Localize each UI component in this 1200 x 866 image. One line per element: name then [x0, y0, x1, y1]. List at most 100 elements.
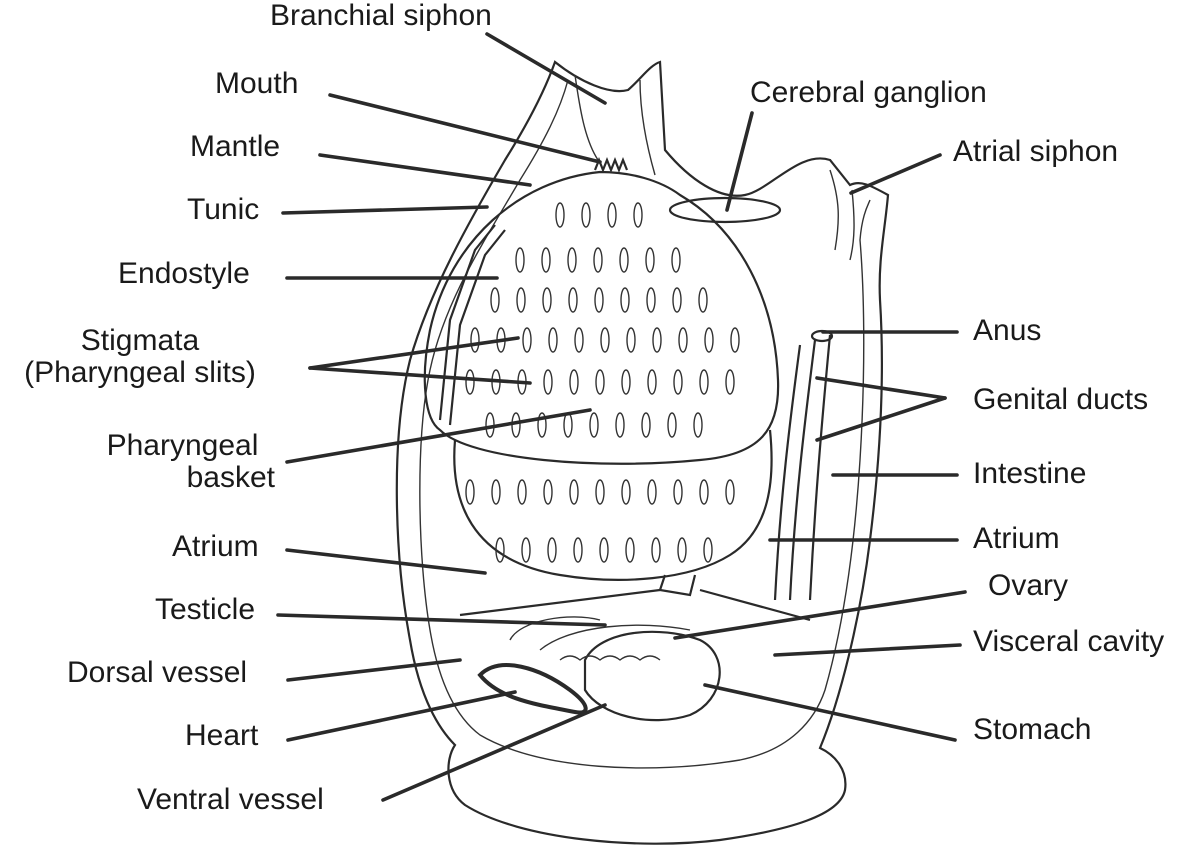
stigma-slit — [521, 537, 531, 563]
label-intestine: Intestine — [973, 457, 1087, 490]
stigma-slit — [574, 327, 584, 353]
stigma-slit — [568, 287, 578, 313]
stigma-slit — [725, 369, 735, 395]
stigma-slit — [703, 537, 713, 563]
stigmata-slits — [465, 202, 740, 563]
label-cerebral-ganglion: Cerebral ganglion — [750, 76, 987, 109]
mantle-outline — [419, 79, 871, 769]
stigma-slit — [555, 202, 565, 228]
label-mouth: Mouth — [215, 67, 299, 100]
stigma-slit — [671, 247, 681, 273]
tunic-outline — [395, 60, 890, 845]
testicle-shape — [509, 616, 601, 641]
stigma-slit — [589, 412, 599, 438]
stigma-slit — [595, 479, 605, 505]
stigma-slit — [537, 412, 547, 438]
label-tunic: Tunic — [187, 193, 260, 226]
stigma-slit — [581, 202, 591, 228]
pharyngeal-basket-shape — [423, 170, 780, 465]
stigma-slit — [495, 537, 505, 563]
stigma-slit — [517, 479, 527, 505]
stigma-slit — [541, 247, 551, 273]
stigma-slit — [465, 479, 475, 505]
label-stigmata: Stigmata (Pharyngeal slits) — [0, 325, 280, 389]
stigma-slit — [599, 537, 609, 563]
stigma-slit — [704, 327, 714, 353]
stigma-slit — [633, 202, 643, 228]
cerebral-ganglion-shape — [668, 196, 782, 224]
atrial-siphon-shape — [829, 169, 855, 261]
stigma-slit — [625, 537, 635, 563]
stigma-slit — [569, 369, 579, 395]
label-atrium-right: Atrium — [973, 522, 1060, 555]
stigma-slit — [621, 369, 631, 395]
label-branchial-siphon: Branchial siphon — [270, 0, 492, 32]
stigma-slit — [667, 412, 677, 438]
stigma-slit — [693, 412, 703, 438]
stigma-slit — [730, 327, 740, 353]
stigma-slit — [470, 327, 480, 353]
stalk-shape — [658, 574, 697, 597]
ovary-shape — [539, 624, 691, 661]
stigma-slit — [647, 479, 657, 505]
stigma-slit — [543, 369, 553, 395]
label-heart: Heart — [185, 719, 259, 752]
label-anus: Anus — [973, 314, 1042, 347]
label-genital-ducts: Genital ducts — [973, 383, 1149, 416]
stigma-slit — [620, 287, 630, 313]
stigma-slit — [547, 537, 557, 563]
stigma-slit — [465, 369, 475, 395]
stigma-slit — [641, 412, 651, 438]
stigma-slit — [699, 479, 709, 505]
stigma-slit — [626, 327, 636, 353]
stigma-slit — [678, 327, 688, 353]
stigma-slit — [548, 327, 558, 353]
label-stomach: Stomach — [973, 713, 1092, 746]
stigma-slit — [607, 202, 617, 228]
stigma-slit — [573, 537, 583, 563]
stigma-slit — [522, 327, 532, 353]
stigma-slit — [569, 479, 579, 505]
stigma-slit — [652, 327, 662, 353]
stigma-slit — [600, 327, 610, 353]
stigma-slit — [515, 247, 525, 273]
label-dorsal-vessel: Dorsal vessel — [67, 656, 248, 689]
label-testicle: Testicle — [155, 593, 256, 626]
stigma-slit — [647, 369, 657, 395]
stigma-slit — [491, 479, 501, 505]
stigma-slit — [651, 537, 661, 563]
visceral-floor — [459, 588, 811, 622]
label-pharyngeal-line2: basket — [186, 461, 275, 494]
label-mantle: Mantle — [190, 130, 281, 163]
stigma-slit — [615, 412, 625, 438]
label-atrial-siphon: Atrial siphon — [953, 135, 1119, 168]
stigma-slit — [672, 287, 682, 313]
label-endostyle: Endostyle — [118, 257, 250, 290]
stigma-slit — [542, 287, 552, 313]
stigma-slit — [490, 287, 500, 313]
stigma-slit — [593, 247, 603, 273]
stigma-slit — [516, 287, 526, 313]
stigma-slit — [673, 479, 683, 505]
stomach-shape — [583, 630, 721, 722]
label-pharyngeal-basket: Pharyngeal basket — [90, 430, 275, 494]
stigma-slit — [645, 247, 655, 273]
stigma-slit — [698, 287, 708, 313]
stigma-slit — [543, 479, 553, 505]
stigma-slit — [646, 287, 656, 313]
endostyle-shape — [438, 224, 506, 426]
label-stigmata-line2: (Pharyngeal slits) — [24, 356, 256, 389]
stigma-slit — [699, 369, 709, 395]
leader-lines — [276, 32, 967, 802]
intestine-shape — [773, 334, 832, 601]
stigma-slit — [619, 247, 629, 273]
stigma-slit — [621, 479, 631, 505]
label-visceral-cavity: Visceral cavity — [973, 625, 1165, 658]
stigma-slit — [594, 287, 604, 313]
lower-basket-shape — [453, 429, 773, 581]
label-stigmata-line1: Stigmata — [80, 324, 200, 357]
stigma-slit — [567, 247, 577, 273]
stigma-slit — [673, 369, 683, 395]
stigma-slit — [595, 369, 605, 395]
